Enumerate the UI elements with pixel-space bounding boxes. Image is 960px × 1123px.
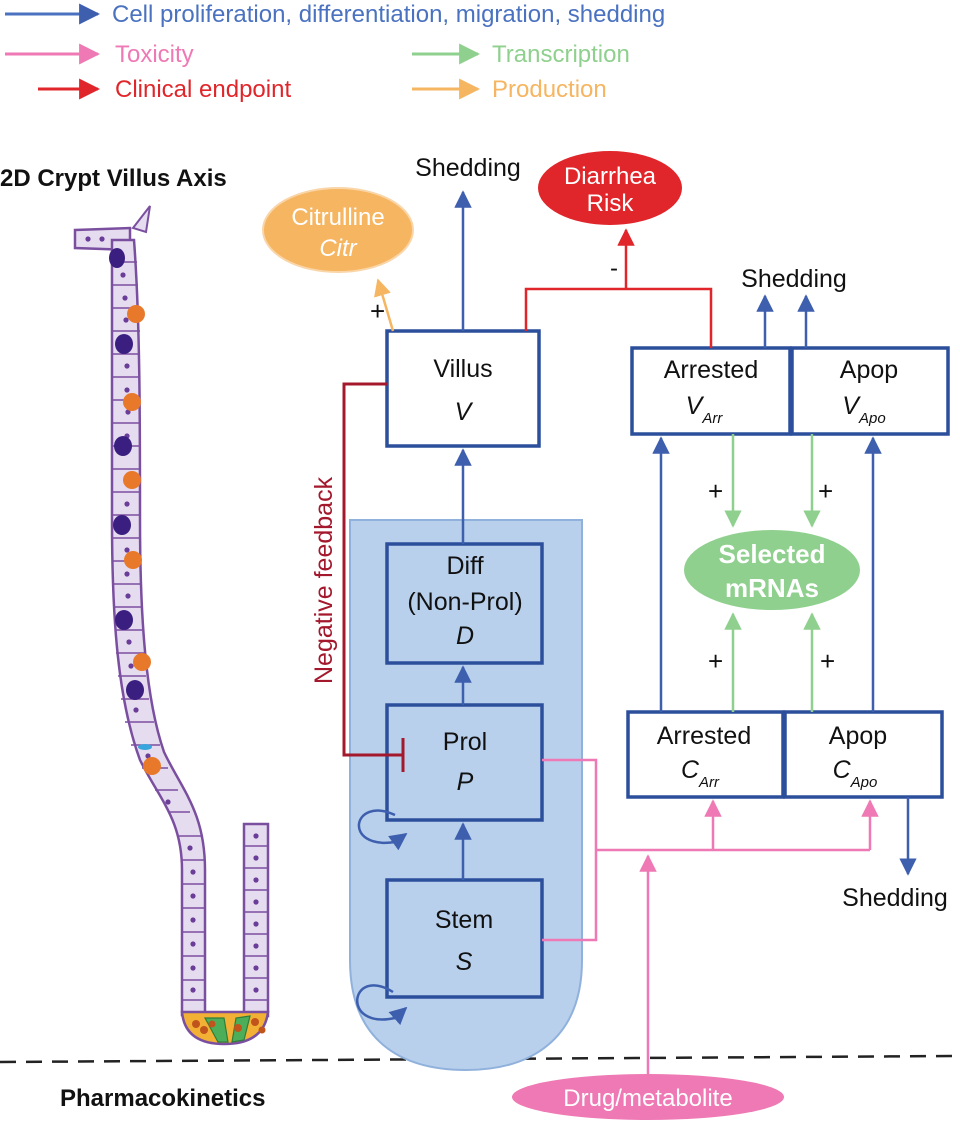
apop-c-box: Apop CApo — [783, 710, 944, 799]
villus-box: Villus V — [385, 329, 541, 448]
prol-symbol: P — [457, 768, 474, 796]
shedding-label-apop: Shedding — [842, 884, 948, 912]
legend-item-transcription: Transcription — [412, 41, 630, 68]
minus-diarrhea: - — [610, 255, 618, 282]
clinical-endpoint-connector — [524, 228, 713, 348]
citrulline-symbol: Citr — [319, 235, 357, 262]
legend-label-proliferation: Cell proliferation, differentiation, mig… — [112, 1, 665, 28]
prol-self-renewal-arrow — [357, 809, 408, 851]
diarrhea-risk-label: Risk — [587, 190, 635, 217]
mrna-oval: Selected mRNAs — [684, 530, 860, 610]
arrested-c-box: Arrested CArr — [626, 710, 785, 799]
diarrhea-oval: Diarrhea Risk — [538, 151, 682, 225]
villus-symbol: V — [455, 398, 474, 426]
citrulline-production-arrow — [374, 278, 395, 332]
legend: Cell proliferation, differentiation, mig… — [5, 1, 665, 103]
arrested-v-box: Arrested VArr — [630, 346, 792, 436]
apop-c-label: Apop — [829, 722, 887, 750]
diarrhea-label: Diarrhea — [564, 163, 657, 190]
drug-oval: Drug/metabolite — [512, 1074, 784, 1120]
legend-item-toxicity: Toxicity — [5, 41, 194, 68]
mrna-label: Selected — [719, 539, 826, 569]
enteroendocrine-cells — [123, 305, 161, 775]
paneth-granules — [192, 1018, 266, 1034]
legend-item-proliferation: Cell proliferation, differentiation, mig… — [5, 1, 665, 28]
shedding-label-arrested: Shedding — [741, 265, 847, 293]
stem-box: Stem S — [385, 878, 544, 999]
toxicity-connectors — [542, 758, 879, 1074]
stem-label: Stem — [435, 906, 493, 934]
negative-feedback-line — [342, 382, 403, 757]
crypt-right-wall — [242, 822, 270, 1018]
villus-label: Villus — [433, 355, 492, 383]
crypt-villus-title: 2D Crypt Villus Axis — [0, 165, 227, 192]
villus-diarrhea-link — [524, 287, 713, 348]
citrulline-label: Citrulline — [291, 204, 384, 231]
villus-tip-cell — [131, 205, 151, 234]
arrested-c-label: Arrested — [657, 722, 751, 750]
crypt-villus-illustration — [73, 205, 270, 1046]
apop-v-symbol: VApo — [842, 392, 885, 427]
drug-label: Drug/metabolite — [563, 1085, 732, 1112]
citrulline-oval: Citrulline Citr — [262, 187, 414, 273]
plus-arrested-c-mrna: + — [708, 646, 723, 676]
goblet-cells — [109, 248, 144, 700]
pharmacokinetics-title: Pharmacokinetics — [60, 1085, 265, 1112]
plus-apop-mrna: + — [818, 476, 833, 506]
plus-apop-c-mrna: + — [820, 646, 835, 676]
diff-subtitle: (Non-Prol) — [407, 588, 522, 616]
arrested-c-symbol: CArr — [681, 756, 720, 791]
diff-box: Diff (Non-Prol) D — [385, 542, 544, 665]
diff-label: Diff — [446, 552, 483, 580]
mrna-sublabel: mRNAs — [725, 573, 819, 603]
blue-arrows — [356, 190, 917, 1026]
green-arrows — [724, 434, 821, 712]
legend-label-clinical: Clinical endpoint — [115, 76, 291, 103]
negative-feedback-connector — [342, 382, 405, 772]
negative-feedback-label: Negative feedback — [310, 476, 338, 684]
plus-citrulline: + — [370, 296, 385, 326]
cell-boundaries — [112, 261, 205, 1001]
crypt-right-cell-boundaries — [244, 845, 268, 1001]
plus-arrested-mrna: + — [708, 476, 723, 506]
nucleus-dots — [85, 236, 259, 993]
legend-label-toxicity: Toxicity — [115, 41, 194, 68]
apop-c-symbol: CApo — [833, 756, 878, 791]
tuft-cell — [138, 744, 152, 750]
legend-label-production: Production — [492, 76, 607, 103]
legend-label-transcription: Transcription — [492, 41, 630, 68]
prol-label: Prol — [443, 728, 487, 756]
apop-v-label: Apop — [840, 356, 898, 384]
arrested-v-label: Arrested — [664, 356, 758, 384]
apop-v-box: Apop VApo — [790, 346, 950, 436]
shedding-label-villus: Shedding — [415, 154, 521, 182]
diff-symbol: D — [456, 622, 474, 650]
legend-item-clinical: Clinical endpoint — [38, 76, 291, 103]
arrested-v-symbol: VArr — [686, 392, 724, 427]
prol-box: Prol P — [385, 703, 544, 822]
stem-self-renewal-arrow — [356, 984, 408, 1026]
legend-item-production: Production — [412, 76, 607, 103]
stem-symbol: S — [456, 948, 473, 976]
